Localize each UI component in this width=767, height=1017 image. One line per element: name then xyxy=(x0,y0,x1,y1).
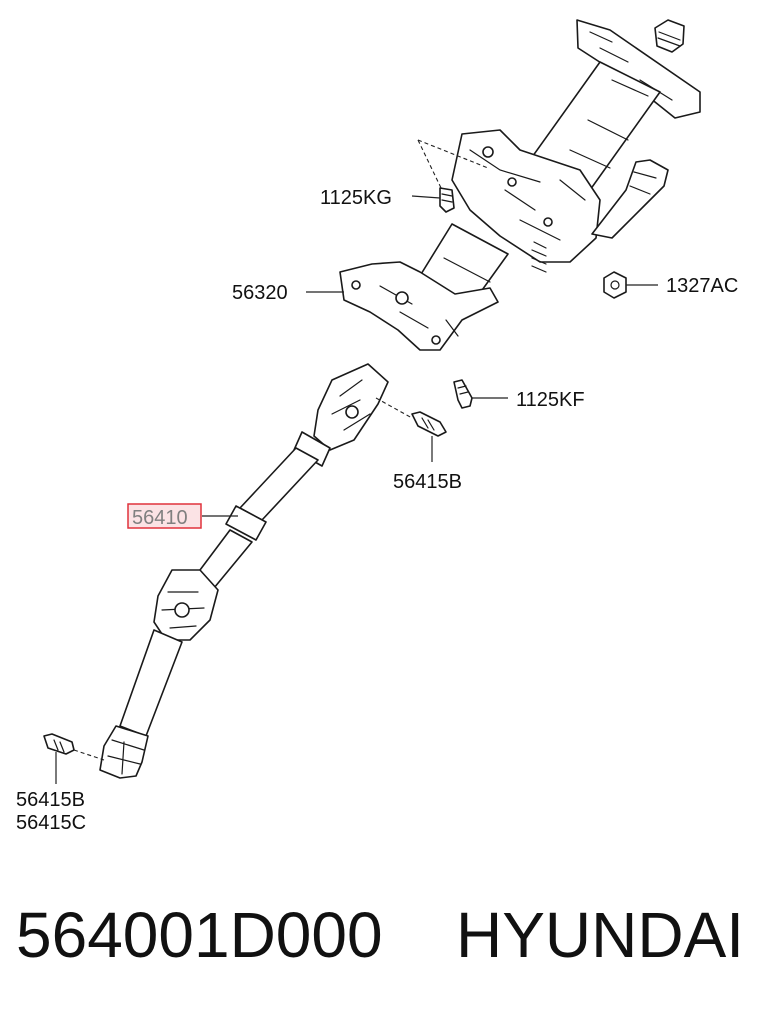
brand-name: HYUNDAI xyxy=(456,899,745,971)
part-number: 564001D000 xyxy=(16,899,383,971)
nut-1327ac xyxy=(603,271,627,299)
bolt-56415b-lower xyxy=(43,733,75,755)
intermediate-shaft-56410 xyxy=(99,363,389,779)
footer: 564001D000 HYUNDAI xyxy=(0,890,767,990)
label-56415b-upper: 56415B xyxy=(393,471,462,493)
label-56415b-lower: 56415B xyxy=(16,789,85,811)
label-1327ac: 1327AC xyxy=(666,275,738,297)
bolt-1125kf xyxy=(453,379,473,409)
bolt-1125kg xyxy=(439,187,455,213)
label-56415c: 56415C xyxy=(16,812,86,834)
label-1125kg: 1125KG xyxy=(320,187,392,209)
bolt-56415b-upper xyxy=(411,411,447,437)
label-56410: 56410 xyxy=(132,507,188,529)
leader-lines xyxy=(55,139,658,784)
steering-column-assembly xyxy=(339,19,701,351)
highlight-box xyxy=(127,503,202,529)
highlighted-label-56410: 56410 xyxy=(127,503,202,529)
label-56320: 56320 xyxy=(232,282,288,304)
label-1125kf: 1125KF xyxy=(516,389,585,411)
